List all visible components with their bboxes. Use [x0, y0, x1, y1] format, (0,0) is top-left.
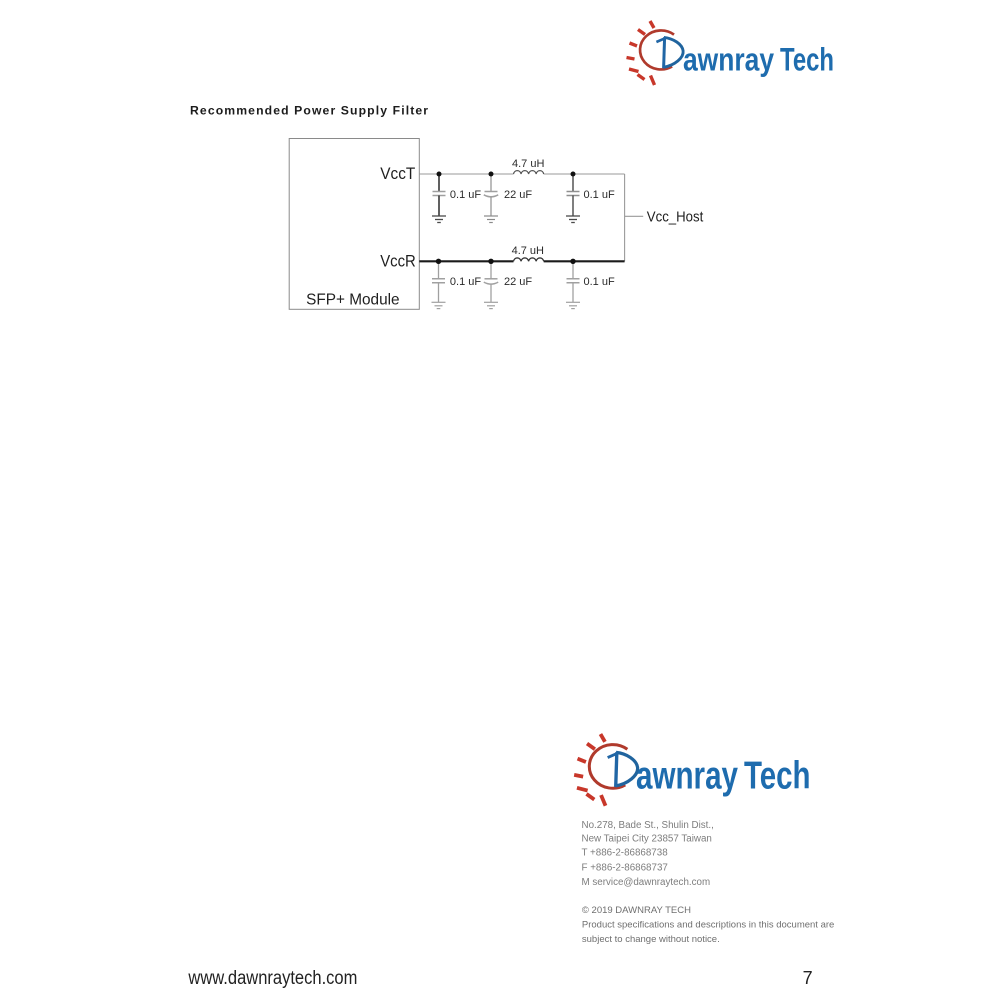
svg-text:22 uF: 22 uF	[504, 276, 532, 288]
svg-text:Tech: Tech	[780, 42, 834, 78]
svg-text:Product specifications and des: Product specifications and descriptions …	[582, 920, 834, 931]
svg-text:SFP+ Module: SFP+ Module	[306, 292, 400, 309]
svg-text:Tech: Tech	[744, 754, 811, 797]
svg-text:© 2019 DAWNRAY TECH: © 2019 DAWNRAY TECH	[582, 905, 691, 916]
svg-text:F +886-2-86868737: F +886-2-86868737	[582, 862, 668, 873]
svg-text:New Taipei City 23857 Taiwan: New Taipei City 23857 Taiwan	[582, 834, 712, 845]
svg-text:M service@dawnraytech.com: M service@dawnraytech.com	[582, 877, 711, 888]
svg-text:VccT: VccT	[380, 164, 415, 183]
svg-text:Vcc_Host: Vcc_Host	[647, 210, 704, 226]
svg-text:22 uF: 22 uF	[504, 189, 532, 201]
svg-text:0.1 uF: 0.1 uF	[584, 189, 615, 201]
svg-text:7: 7	[803, 968, 813, 988]
svg-text:0.1 uF: 0.1 uF	[584, 276, 615, 288]
svg-text:4.7 uH: 4.7 uH	[512, 245, 544, 257]
svg-text:0.1 uF: 0.1 uF	[450, 276, 481, 288]
svg-text:4.7 uH: 4.7 uH	[512, 158, 544, 170]
svg-text:VccR: VccR	[380, 252, 416, 271]
svg-text:T +886-2-86868738: T +886-2-86868738	[582, 848, 669, 859]
svg-text:No.278, Bade St., Shulin Dist.: No.278, Bade St., Shulin Dist.,	[582, 820, 714, 831]
svg-text:0.1 uF: 0.1 uF	[450, 189, 481, 201]
svg-text:Recommended Power Supply Filte: Recommended Power Supply Filter	[190, 104, 428, 118]
svg-text:awnray: awnray	[636, 754, 738, 797]
svg-text:subject to change without noti: subject to change without notice.	[582, 934, 720, 945]
svg-text:awnray: awnray	[683, 42, 774, 78]
svg-text:www.dawnraytech.com: www.dawnraytech.com	[188, 968, 358, 989]
